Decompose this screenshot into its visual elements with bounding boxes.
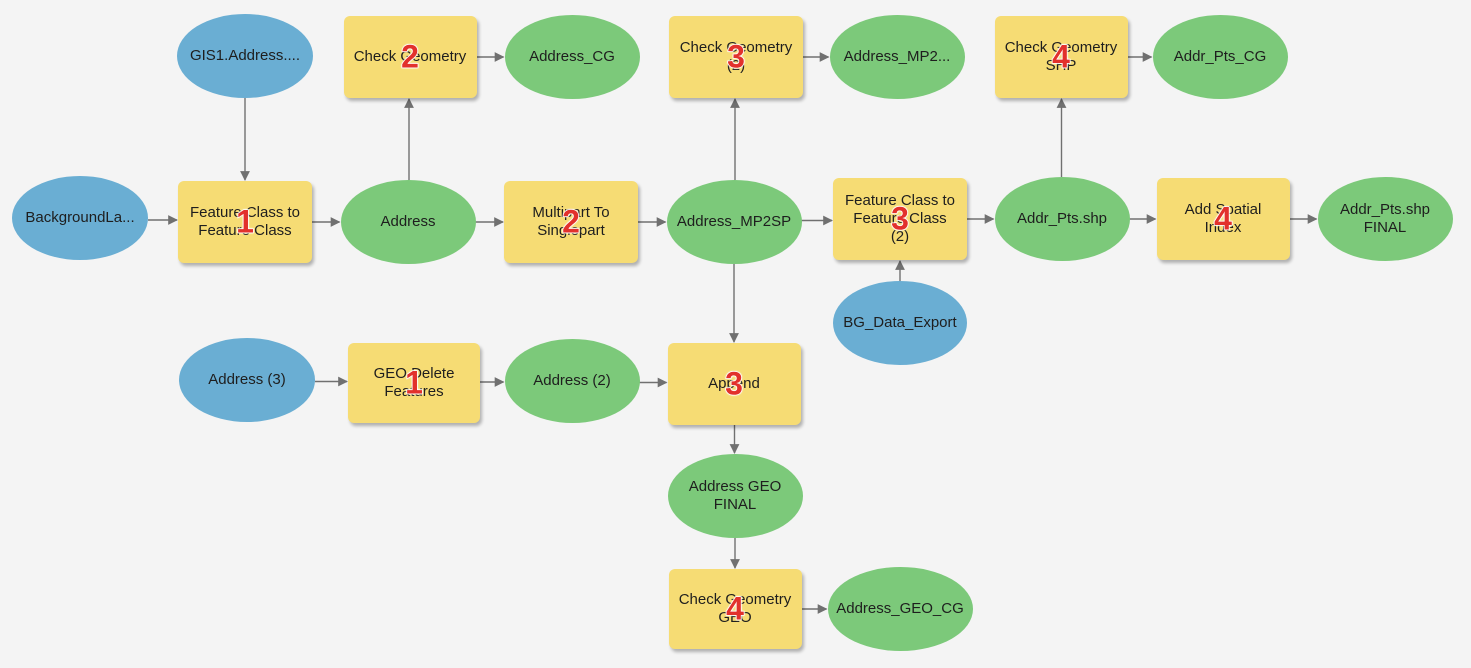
node-label: Address_MP2... [843,48,951,65]
node-label: BG_Data_Export [843,314,957,331]
node-label: Address_CG [529,48,615,65]
node-label: Addr_Pts_CG [1173,48,1267,65]
node-label: Addr_Pts.shp FINAL [1339,201,1431,236]
gis1-address-input[interactable]: GIS1.Address.... [177,14,313,98]
node-label: Check Geometry [353,48,467,65]
node-label: Add Spatial Index [1184,201,1262,236]
node-label: Check Geometry GEO [678,591,792,626]
node-label: Feature Class to Feature Class (2) [844,192,956,245]
address-2-output[interactable]: Address (2) [504,339,640,423]
node-label: Address_GEO_CG [836,600,964,617]
bg-data-export-input[interactable]: BG_Data_Export [833,281,967,365]
node-label: Address GEO FINAL [688,478,782,513]
address-3-input[interactable]: Address (3) [179,338,315,422]
backgroundla-input[interactable]: BackgroundLa... [12,176,148,260]
node-label: Check Geometry (2) [679,39,793,74]
addr-pts-cg-output[interactable]: Addr_Pts_CG [1152,15,1288,99]
address-mp2-cg-output[interactable]: Address_MP2... [829,15,965,99]
addr-pts-shp-final-output[interactable]: Addr_Pts.shp FINAL [1317,177,1453,261]
address-cg-output[interactable]: Address_CG [504,15,640,99]
node-label: GIS1.Address.... [189,47,301,64]
node-label: Address (3) [208,371,286,388]
node-label: GEO Delete Features [373,365,455,400]
node-label: Multipart To Singlepart [532,204,610,239]
node-label: Address_MP2SP [676,213,792,230]
address-mp2sp-output[interactable]: Address_MP2SP [666,180,802,264]
address-output[interactable]: Address [340,180,476,264]
node-label: Append [708,375,760,392]
node-label: BackgroundLa... [25,209,135,226]
node-label: Feature Class to Feature Class [189,204,301,239]
check-geometry-2-tool[interactable]: Check Geometry (2)3 [669,16,803,98]
node-label: Address (2) [533,372,611,389]
node-label: Check Geometry SHP [1004,39,1118,74]
addr-pts-shp-output[interactable]: Addr_Pts.shp [994,177,1130,261]
feature-class-to-feature-class-2-tool[interactable]: Feature Class to Feature Class (2)3 [833,178,967,260]
node-label: Address [380,213,436,230]
address-geo-cg-output[interactable]: Address_GEO_CG [827,567,973,651]
address-geo-final-output[interactable]: Address GEO FINAL [667,454,803,538]
node-label: Addr_Pts.shp [1016,210,1108,227]
